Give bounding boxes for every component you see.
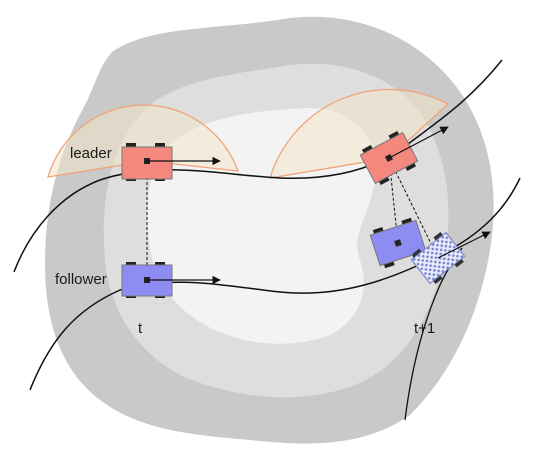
leader-sensor-cone-t — [47, 104, 239, 178]
follower-trajectory — [29, 177, 521, 391]
leader-predicted-link-t1 — [388, 157, 439, 259]
follower-robot-t — [121, 262, 221, 298]
time-label-t1: t+1 — [414, 320, 436, 337]
leader-heading-arrow-t1 — [388, 126, 449, 159]
time-label-t: t — [138, 320, 143, 337]
predicted-heading-arrow-t1 — [437, 231, 491, 259]
leader-trajectory — [13, 59, 503, 273]
leader-sensor-cone-t1 — [269, 88, 450, 179]
follower-label: follower — [55, 271, 107, 288]
leader-robot-t — [121, 143, 221, 181]
leader-label: leader — [70, 145, 112, 162]
